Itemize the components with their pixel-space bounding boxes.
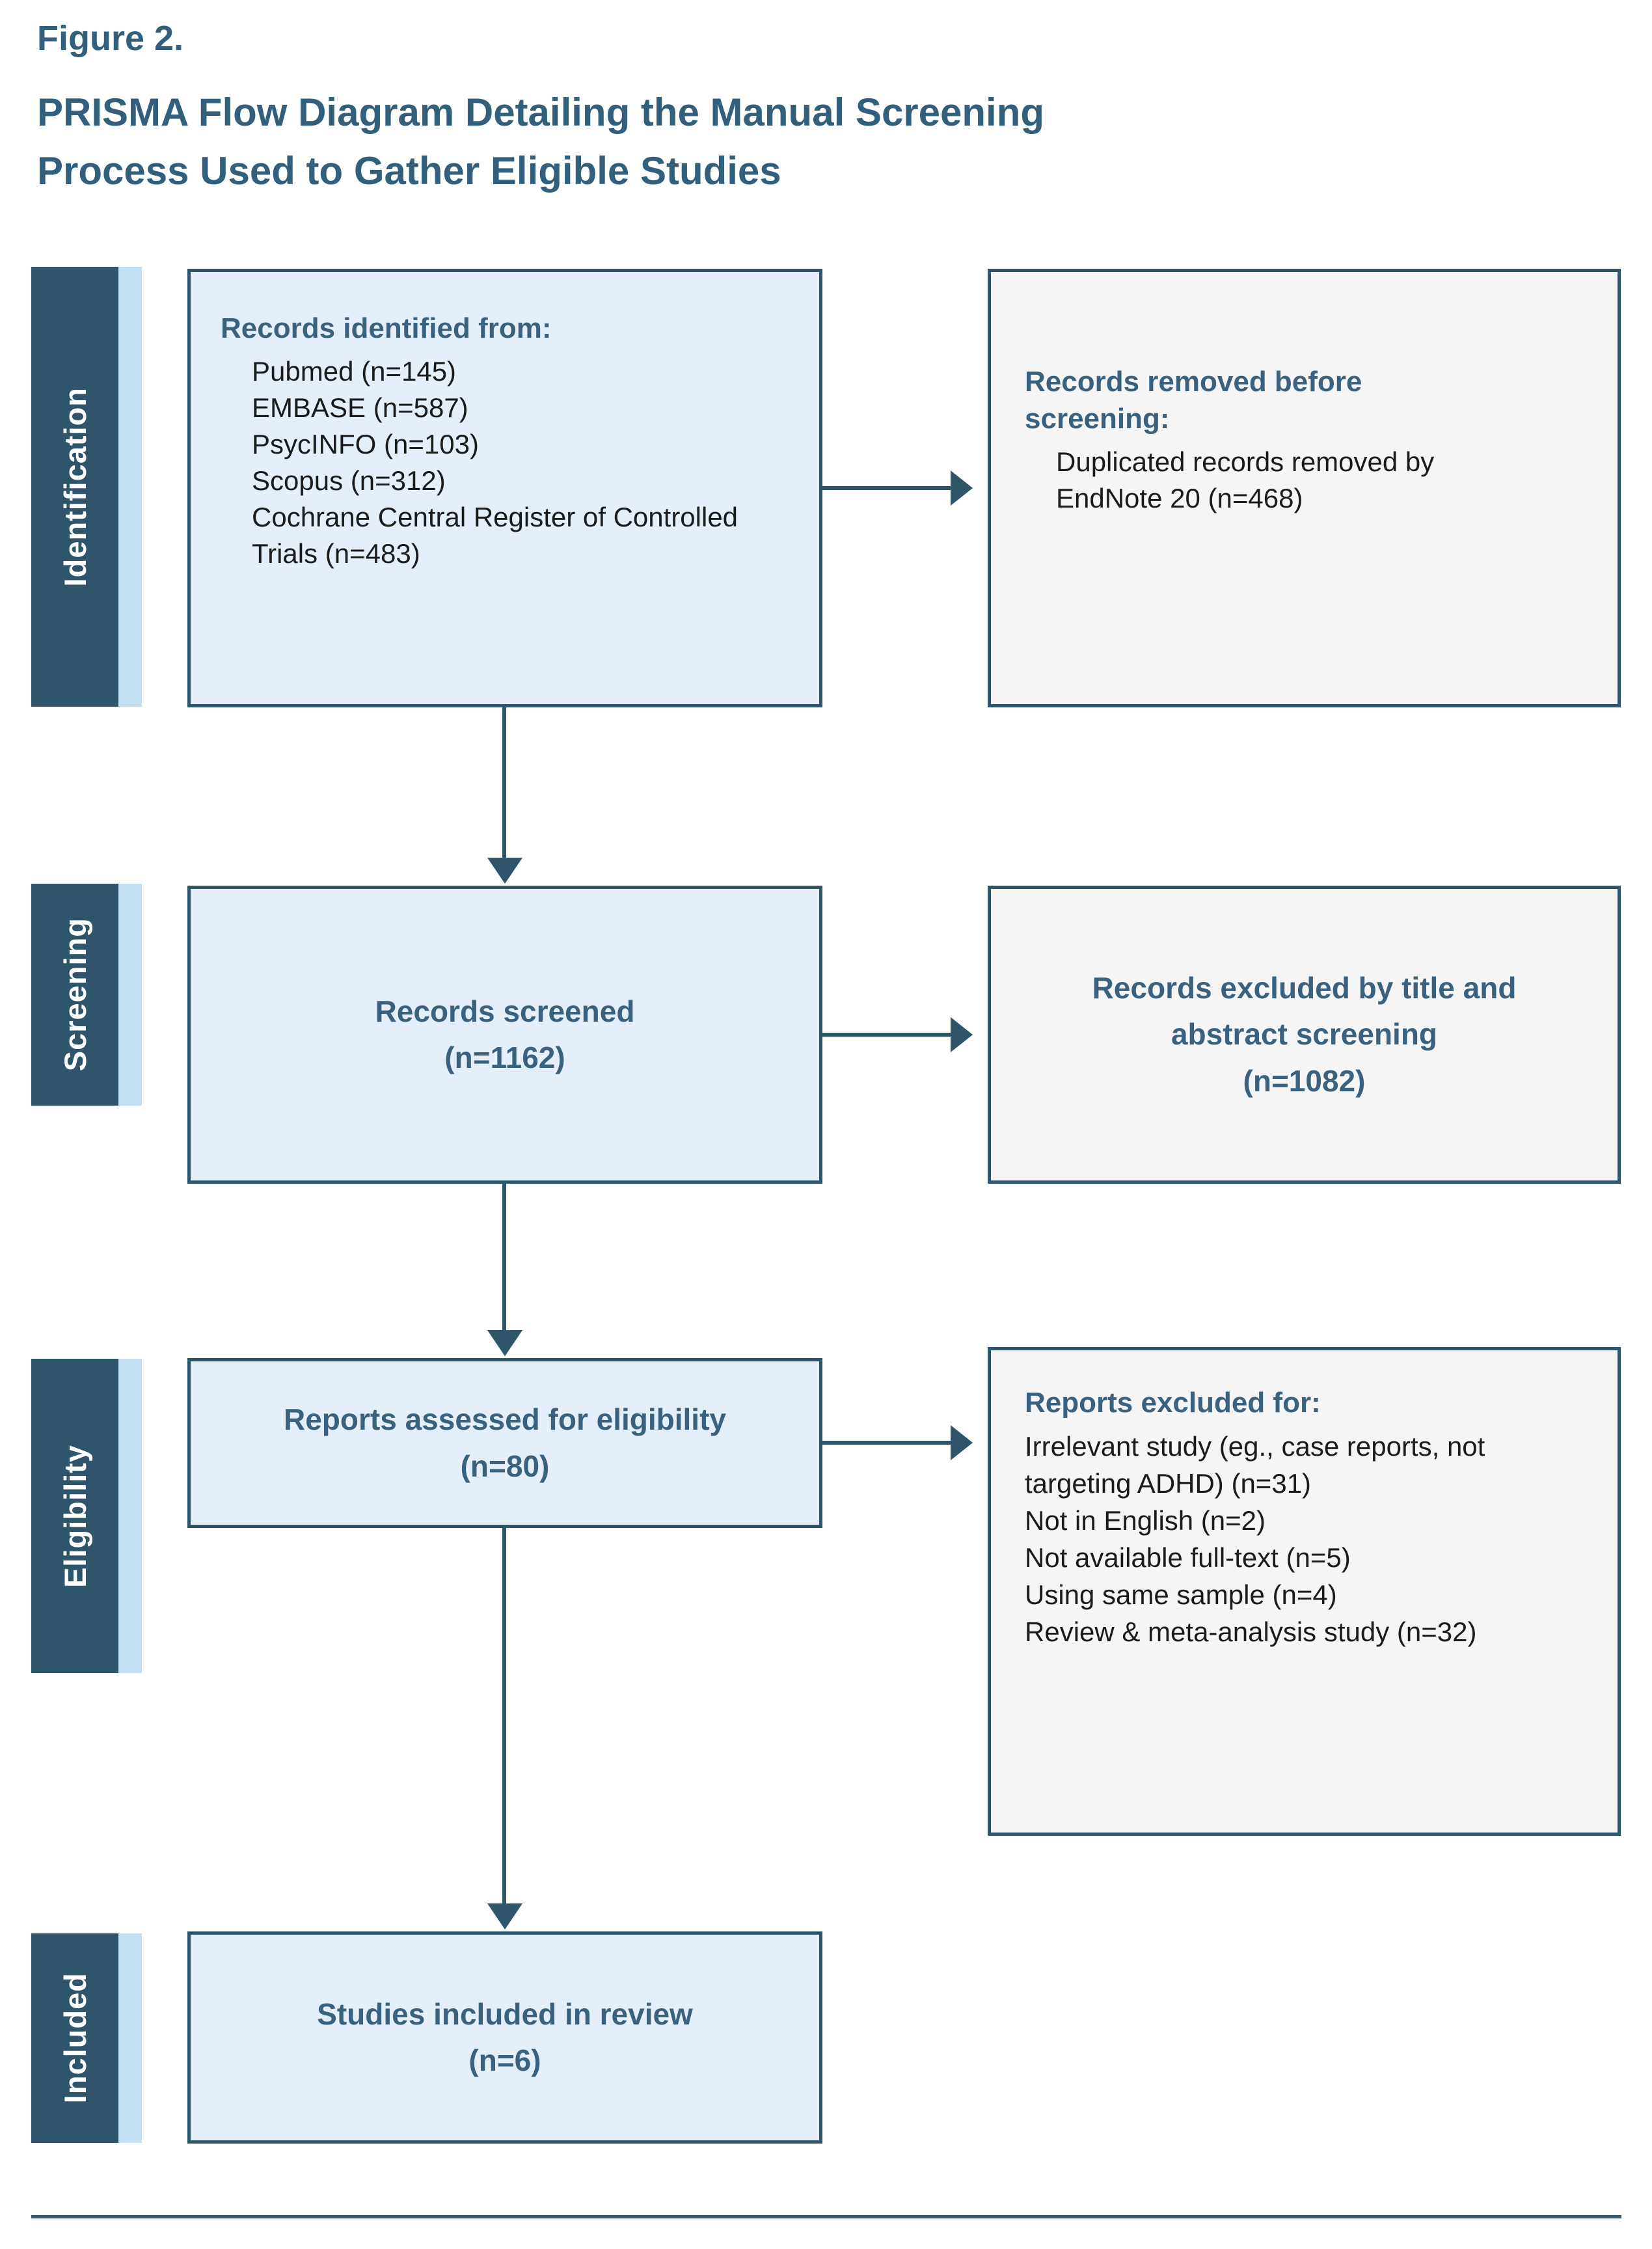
stage-label-eligibility: Eligibility [57,1444,92,1588]
stage-bar-identification: Identification [31,267,118,707]
included-line1: Studies included in review [317,1997,693,2031]
figure-label: Figure 2. [37,19,184,58]
arrow-right-identified-to-removed-head [951,470,973,506]
box-records-screened: Records screened (n=1162) [187,886,822,1184]
identified-item-cochrane: Cochrane Central Register of Controlled … [252,502,738,569]
excluded-screening-count: (n=1082) [1243,1063,1366,1098]
excluded-item-no-fulltext: Not available full-text (n=5) [1025,1542,1351,1574]
removed-item-duplicates: Duplicated records removed by EndNote 20… [1056,446,1435,514]
stage-bar-included: Included [31,1933,118,2143]
arrow-down-assessed-to-included-head [487,1903,522,1929]
stage-strip-eligibility [118,1359,142,1673]
box-records-identified-heading: Records identified from: [221,312,552,344]
stage-strip-identification [118,267,142,707]
arrow-down-assessed-to-included-shaft [502,1527,506,1905]
box-studies-included: Studies included in review (n=6) [187,1931,822,2144]
stage-strip-included [118,1933,142,2143]
excluded-item-same-sample: Using same sample (n=4) [1025,1579,1337,1611]
arrow-right-identified-to-removed-shaft [822,486,952,490]
footer-rule [31,2215,1621,2218]
box-reports-excluded-heading: Reports excluded for: [1025,1387,1321,1419]
identified-item-psycinfo: PsycINFO (n=103) [252,429,479,460]
assessed-line1: Reports assessed for eligibility [283,1402,726,1437]
identified-item-pubmed: Pubmed (n=145) [252,356,457,387]
arrow-down-screened-to-assessed-shaft [502,1183,506,1331]
excluded-item-irrelevant: Irrelevant study (eg., case reports, not… [1025,1431,1485,1499]
excluded-screening-line1: Records excluded by title and abstract s… [1092,971,1517,1052]
screened-count: (n=1162) [444,1041,565,1074]
assessed-count: (n=80) [460,1449,550,1483]
stage-bar-screening: Screening [31,884,118,1106]
box-reports-excluded: Reports excluded for: Irrelevant study (… [988,1347,1621,1836]
box-records-identified: Records identified from: Pubmed (n=145) … [187,269,822,707]
arrow-right-assessed-to-excluded-shaft [822,1441,952,1445]
stage-strip-screening [118,884,142,1106]
arrow-right-screened-to-excluded-shaft [822,1033,952,1037]
excluded-item-not-english: Not in English (n=2) [1025,1505,1266,1536]
box-reports-assessed: Reports assessed for eligibility (n=80) [187,1358,822,1528]
identified-item-embase: EMBASE (n=587) [252,392,468,424]
screened-line1: Records screened [375,994,635,1028]
box-records-excluded-screening: Records excluded by title and abstract s… [988,886,1621,1184]
included-count: (n=6) [468,2043,541,2077]
box-records-removed-heading: Records removed before screening: [1025,366,1362,435]
stage-label-screening: Screening [57,918,92,1072]
stage-label-identification: Identification [57,387,92,587]
arrow-down-identified-to-screened-shaft [502,707,506,860]
box-records-removed: Records removed before screening: Duplic… [988,269,1621,707]
excluded-item-review-meta: Review & meta-analysis study (n=32) [1025,1616,1477,1648]
arrow-right-assessed-to-excluded-head [951,1425,973,1460]
stage-bar-eligibility: Eligibility [31,1359,118,1673]
figure-title: PRISMA Flow Diagram Detailing the Manual… [37,90,1045,193]
stage-label-included: Included [57,1972,92,2104]
arrow-down-screened-to-assessed-head [487,1330,522,1356]
arrow-right-screened-to-excluded-head [951,1017,973,1052]
arrow-down-identified-to-screened-head [487,858,522,884]
identified-item-scopus: Scopus (n=312) [252,465,446,497]
